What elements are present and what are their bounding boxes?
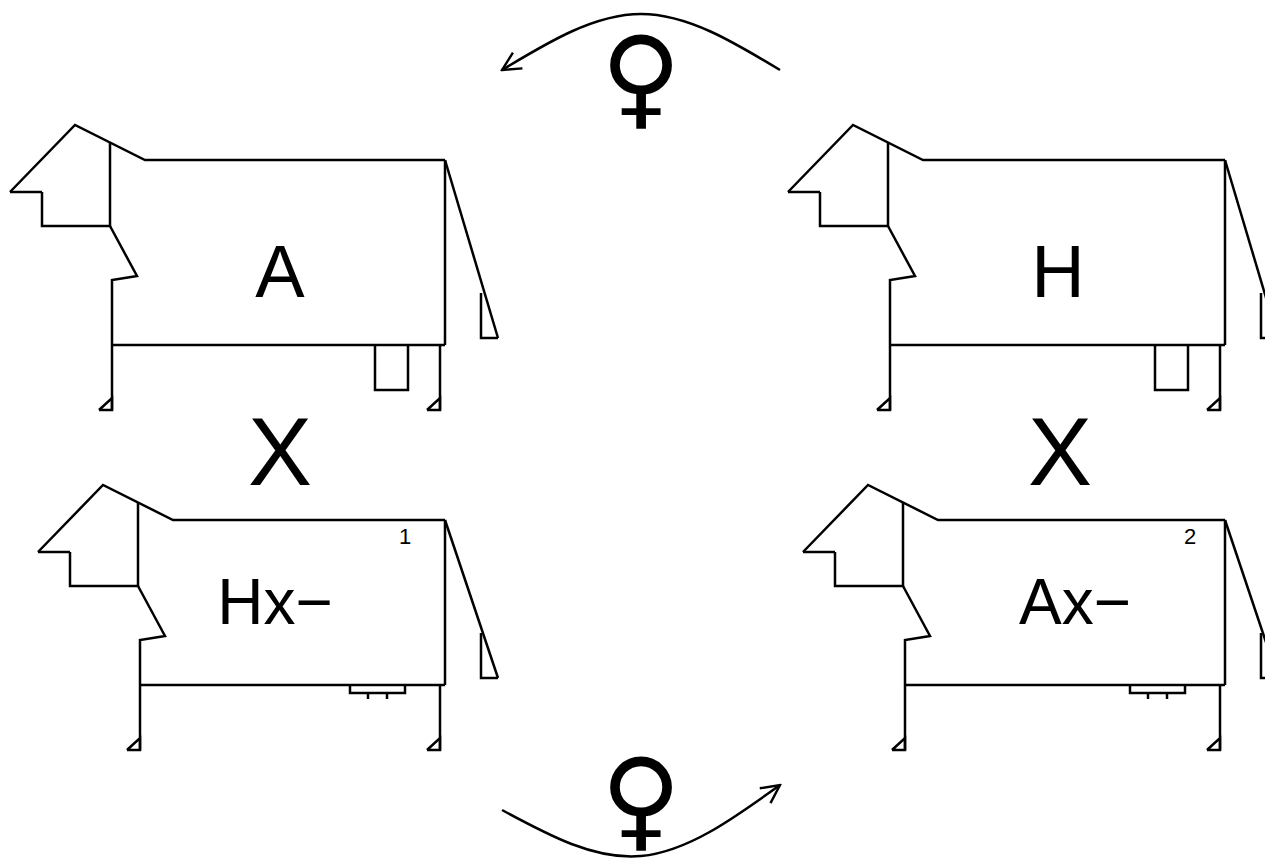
breed-label: H [1031,235,1084,309]
animal-line [42,143,110,226]
animal-line [127,738,140,750]
animal-line [444,160,447,345]
animal-outline [780,62,1265,410]
animal-line [481,633,498,678]
animal-line [1166,693,1169,699]
animal-line [1261,633,1265,678]
animal-line [1147,693,1150,699]
animal-line [427,398,440,410]
animal-line [1224,520,1227,685]
animal-lines [10,125,498,410]
animal-line [788,191,820,194]
cross-sign: X [248,404,312,500]
animal-line [10,191,42,194]
animal-line [375,345,408,390]
breed-label: A [255,235,304,309]
animal-lines [803,485,1265,750]
animal-line [38,485,445,552]
cow-figure: Ax− 2 [780,412,1265,812]
animal-line [1130,685,1185,693]
bull-figure: H [780,62,1265,410]
animal-line [110,226,137,345]
animal-line [445,520,498,678]
animal-line [788,125,1225,192]
female-symbol: ♀ [601,753,682,847]
animal-line [1261,293,1265,338]
animal-line [1207,738,1220,750]
animal-line [892,738,905,750]
callout-number: 2 [1184,526,1196,548]
animal-line [445,160,498,338]
animal-line [350,685,405,693]
animal-line [1225,520,1265,678]
animal-line [70,503,138,586]
animal-line [903,586,930,685]
animal-line [1155,345,1188,390]
animal-lines [788,125,1265,410]
animal-line [140,684,445,687]
animal-line [877,398,890,410]
animal-line [820,143,888,226]
animal-line [444,520,447,685]
animal-line [427,738,440,750]
callout-number: 1 [399,526,411,548]
animal-line [1225,160,1265,338]
animal-line [1224,160,1227,345]
animal-line [803,551,835,554]
animal-lines [38,485,498,750]
animal-line [888,226,915,345]
animal-line [835,503,903,586]
breed-label: Hx− [217,570,333,634]
animal-line [367,693,370,699]
animal-line [38,551,70,554]
animal-outline [8,62,502,410]
animal-line [803,485,1225,552]
breed-label: Ax− [1019,570,1131,634]
animal-line [99,398,112,410]
bull-figure: A [8,62,502,410]
cross-sign: X [1028,404,1092,500]
female-symbol: ♀ [601,31,682,125]
animal-line [481,293,498,338]
animal-line [905,684,1225,687]
animal-line [138,586,165,685]
animal-line [112,344,445,347]
animal-line [386,693,389,699]
animal-line [1207,398,1220,410]
animal-line [10,125,445,192]
animal-line [890,344,1225,347]
